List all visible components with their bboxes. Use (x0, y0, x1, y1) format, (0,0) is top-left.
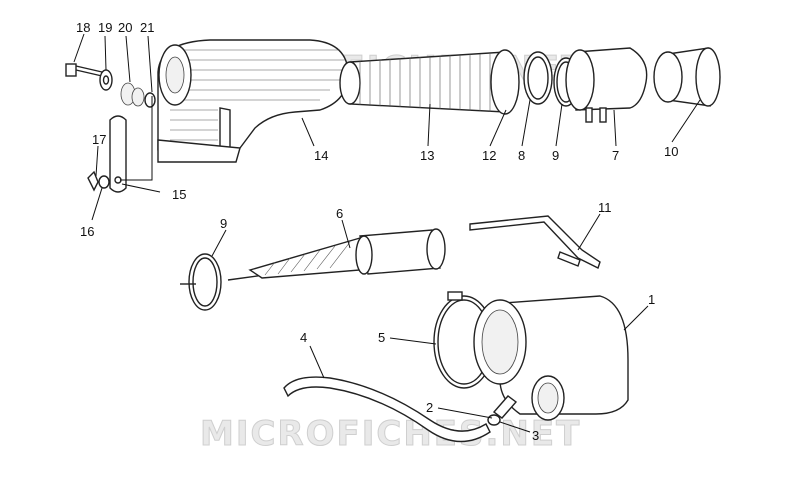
washer-part (99, 69, 113, 91)
sleeve-part (653, 47, 721, 107)
intake-housing-part (157, 39, 349, 163)
callout-13: 13 (420, 148, 434, 163)
bracket-part (87, 115, 127, 193)
callout-19: 19 (98, 20, 112, 35)
leader-lines (73, 33, 701, 433)
watermark-bottom: MICROFICHES.NET (200, 414, 581, 454)
callout-11: 11 (598, 200, 612, 215)
seal-ring-part (523, 51, 553, 105)
callout-18: 18 (76, 20, 90, 35)
callout-15: 15 (172, 187, 186, 202)
handle-part (469, 215, 601, 269)
air-box-housing-part (473, 295, 629, 421)
callout-5: 5 (378, 330, 385, 345)
callout-6: 6 (336, 206, 343, 221)
callout-7: 7 (612, 148, 619, 163)
callout-4: 4 (300, 330, 307, 345)
bushing-part (144, 92, 156, 108)
filter-cover-part (565, 47, 648, 123)
spacer-part (120, 82, 145, 107)
callout-20: 20 (118, 20, 132, 35)
callout-9-top: 9 (552, 148, 559, 163)
callout-8: 8 (518, 148, 525, 163)
filter-element-part (227, 228, 446, 281)
drain-hose-part (283, 376, 491, 443)
callout-1: 1 (648, 292, 655, 307)
callout-10: 10 (664, 144, 678, 159)
bolt-part (65, 63, 103, 77)
callout-3: 3 (532, 428, 539, 443)
callout-16: 16 (80, 224, 94, 239)
filter-cartridge-part (339, 49, 520, 115)
callout-9-middle: 9 (220, 216, 227, 231)
callout-17: 17 (92, 132, 106, 147)
callout-21: 21 (140, 20, 154, 35)
callout-2: 2 (426, 400, 433, 415)
callout-12: 12 (482, 148, 496, 163)
gasket-ring-part (180, 253, 222, 311)
callout-labels: 18 19 20 21 17 15 16 14 13 12 8 9 7 10 9… (76, 20, 678, 443)
callout-14: 14 (314, 148, 328, 163)
